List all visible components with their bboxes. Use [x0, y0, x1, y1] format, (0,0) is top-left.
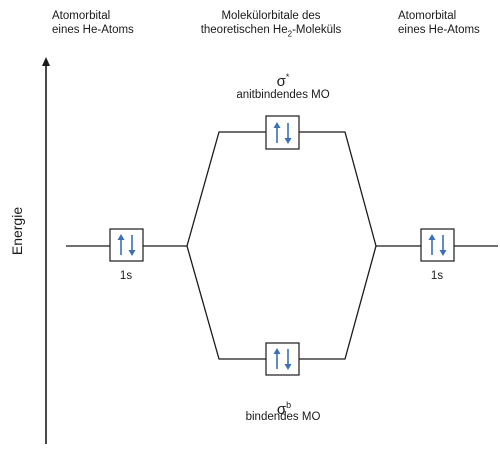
- left-orbital-label: 1s: [119, 270, 133, 282]
- right-ao-up-arrow: [428, 234, 436, 255]
- right-ao-box: [420, 228, 455, 262]
- right-ao-down-arrow: [439, 235, 447, 256]
- left-ao-down-arrow: [128, 235, 136, 256]
- molecule-header-line2: theoretischen He2-Moleküls: [176, 23, 366, 41]
- antibonding-sigma: σ: [276, 73, 286, 90]
- antibonding-label: anitbindendes MO: [236, 89, 330, 101]
- antibonding-symbol: σ*: [263, 69, 303, 90]
- molecule-header-sub: 2: [287, 29, 293, 39]
- bonding-up-arrow: [273, 348, 281, 369]
- energy-axis-arrowhead: [42, 57, 50, 66]
- molecule-header-line1: Molekülorbitale des: [221, 10, 321, 22]
- antibonding-down-arrow: [284, 123, 292, 144]
- right-atom-header: Atomorbital eines He-Atoms: [398, 9, 498, 37]
- bonding-connector: [186, 245, 377, 360]
- right-header-line2: eines He-Atoms: [398, 24, 480, 36]
- bonding-symbol: σb: [264, 397, 304, 418]
- bonding-label: bindendes MO: [245, 411, 321, 423]
- left-ao-box: [109, 228, 144, 262]
- left-header-line2: eines He-Atoms: [52, 24, 134, 36]
- molecule-header: Molekülorbitale des theoretischen He2-Mo…: [176, 9, 366, 41]
- left-ao-up-arrow: [117, 234, 125, 255]
- bonding-sigma: σ: [276, 401, 287, 418]
- molecule-header-pre: theoretischen He: [200, 24, 288, 36]
- left-header-line1: Atomorbital: [52, 10, 111, 22]
- bonding-sup: b: [286, 400, 292, 410]
- antibonding-mo-box: [265, 115, 300, 150]
- right-orbital-label: 1s: [430, 270, 444, 282]
- right-header-line1: Atomorbital: [398, 10, 457, 22]
- energy-axis-label: Energie: [9, 206, 25, 256]
- bonding-mo-box: [265, 342, 300, 376]
- antibonding-up-arrow: [273, 122, 281, 143]
- antibonding-sup: *: [285, 72, 290, 82]
- left-atom-header: Atomorbital eines He-Atoms: [52, 9, 192, 37]
- molecule-header-post: -Moleküls: [292, 24, 342, 36]
- bonding-down-arrow: [284, 349, 292, 370]
